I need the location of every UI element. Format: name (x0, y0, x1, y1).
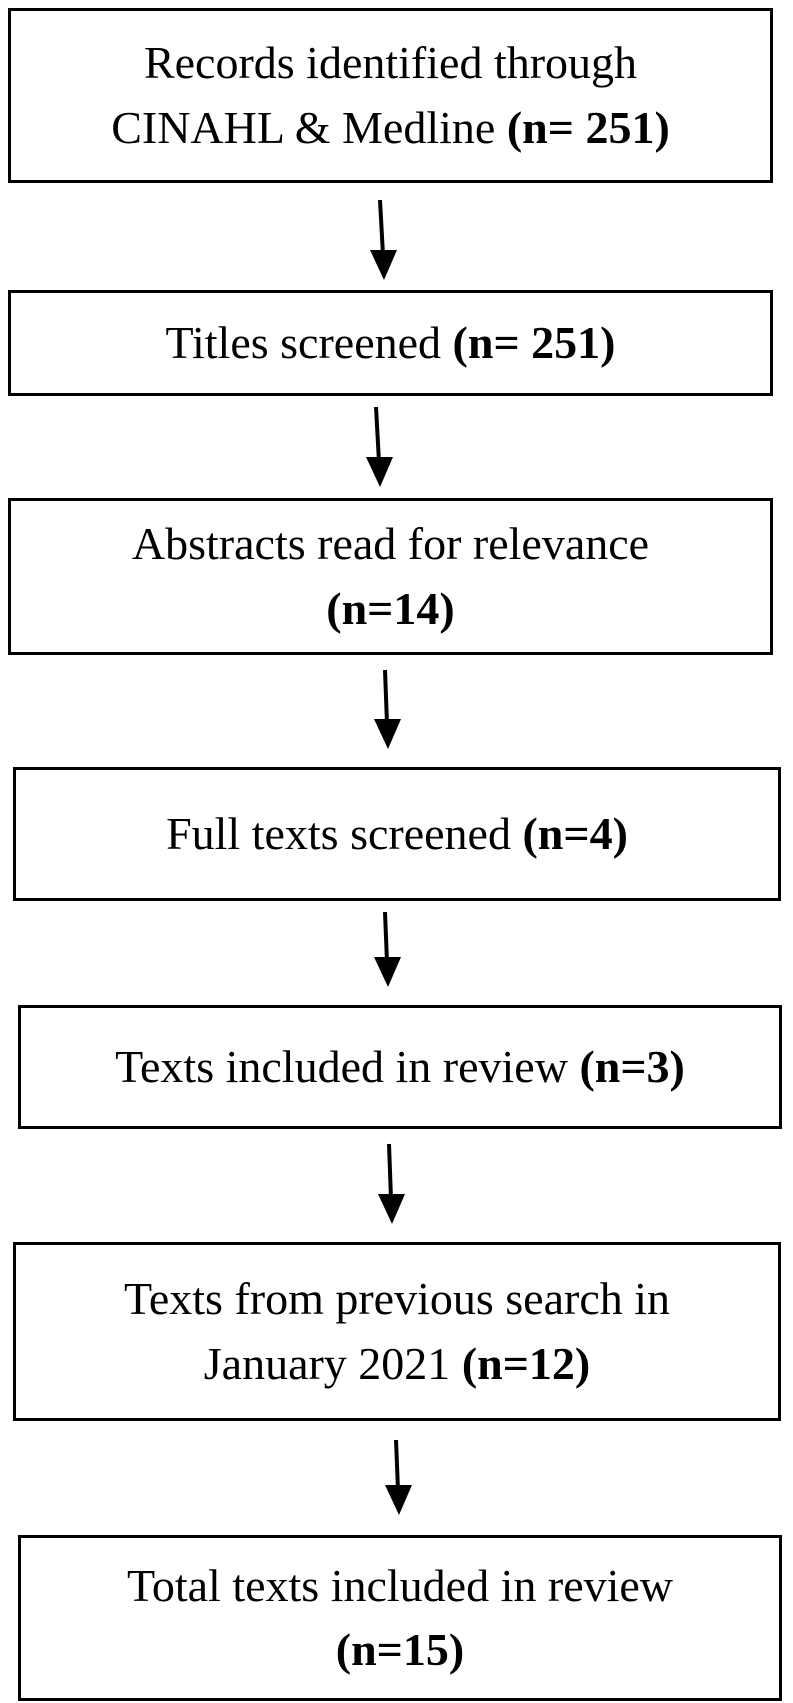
step-label: Titles screened (165, 316, 442, 368)
step-count: (n=3) (579, 1040, 685, 1092)
arrow-4 (374, 911, 401, 987)
step-records-identified: Records identified through CINAHL & Medl… (8, 8, 773, 183)
step-full-texts-screened: Full texts screened (n=4) (13, 767, 781, 901)
step-label: Texts from previous search in January 20… (123, 1273, 671, 1389)
step-titles-screened: Titles screened (n= 251) (8, 290, 773, 396)
step-texts-included: Texts included in review (n=3) (18, 1005, 782, 1129)
arrow-3 (374, 669, 401, 749)
arrow-2 (366, 406, 393, 487)
step-label: Records identified through CINAHL & Medl… (111, 37, 638, 153)
step-label: Total texts included in review (126, 1559, 674, 1611)
step-abstracts-read: Abstracts read for relevance (n=14) (8, 498, 773, 655)
step-previous-search: Texts from previous search in January 20… (13, 1242, 781, 1421)
step-label: Abstracts read for relevance (131, 518, 650, 570)
step-count: (n=15) (335, 1624, 465, 1675)
step-label: Texts included in review (115, 1040, 568, 1092)
step-count: (n=14) (326, 582, 455, 634)
step-count: (n= 251) (506, 101, 670, 153)
step-count: (n= 251) (452, 316, 616, 368)
arrow-5 (378, 1143, 405, 1224)
arrow-1 (370, 199, 397, 280)
step-count: (n=4) (522, 807, 628, 859)
arrow-6 (385, 1439, 412, 1515)
step-count: (n=12) (461, 1337, 591, 1389)
step-total-included: Total texts included in review (n=15) (18, 1535, 782, 1701)
step-label: Full texts screened (166, 807, 511, 859)
